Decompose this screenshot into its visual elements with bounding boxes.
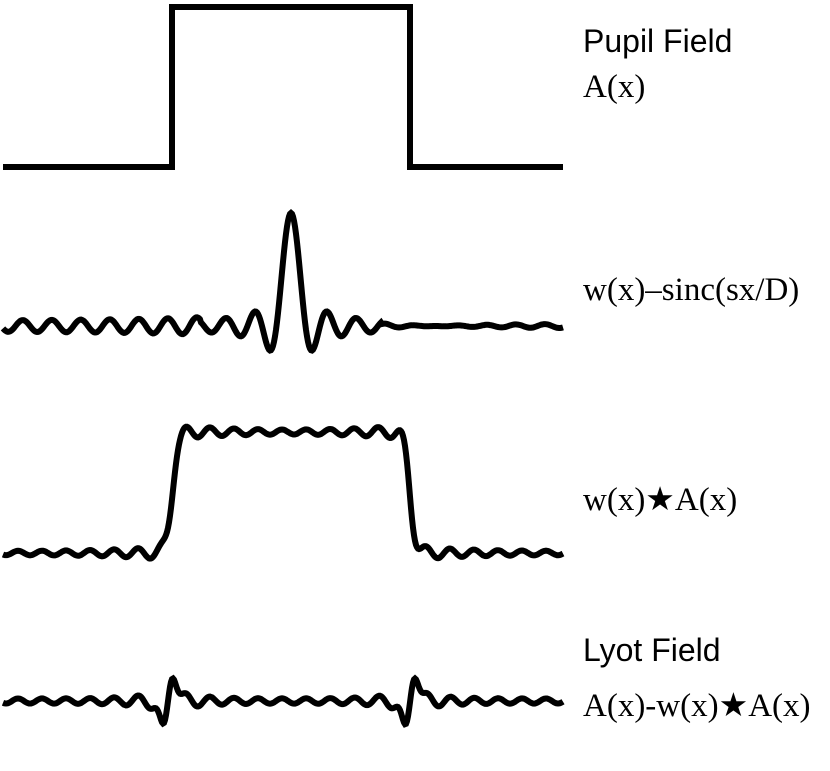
pupil-field-curve [3,4,563,170]
sinc-formula: w(x)–sinc(sx/D) [583,272,799,308]
pupil-field-title: Pupil Field [583,23,732,59]
convolved-formula: w(x)★A(x) [583,482,737,518]
convolved-curve [1,423,565,562]
lyot-field-title: Lyot Field [583,632,721,668]
sinc-curve [0,208,564,354]
lyot-field-formula: A(x)-w(x)★A(x) [583,688,811,724]
lyot-field-curve [1,674,565,728]
pupil-field-panel: Pupil Field A(x) [3,4,732,170]
pupil-field-formula: A(x) [583,69,645,105]
lyot-field-panel: Lyot Field A(x)-w(x)★A(x) [1,632,811,728]
sinc-panel: w(x)–sinc(sx/D) [0,208,799,354]
convolved-panel: w(x)★A(x) [1,423,737,562]
